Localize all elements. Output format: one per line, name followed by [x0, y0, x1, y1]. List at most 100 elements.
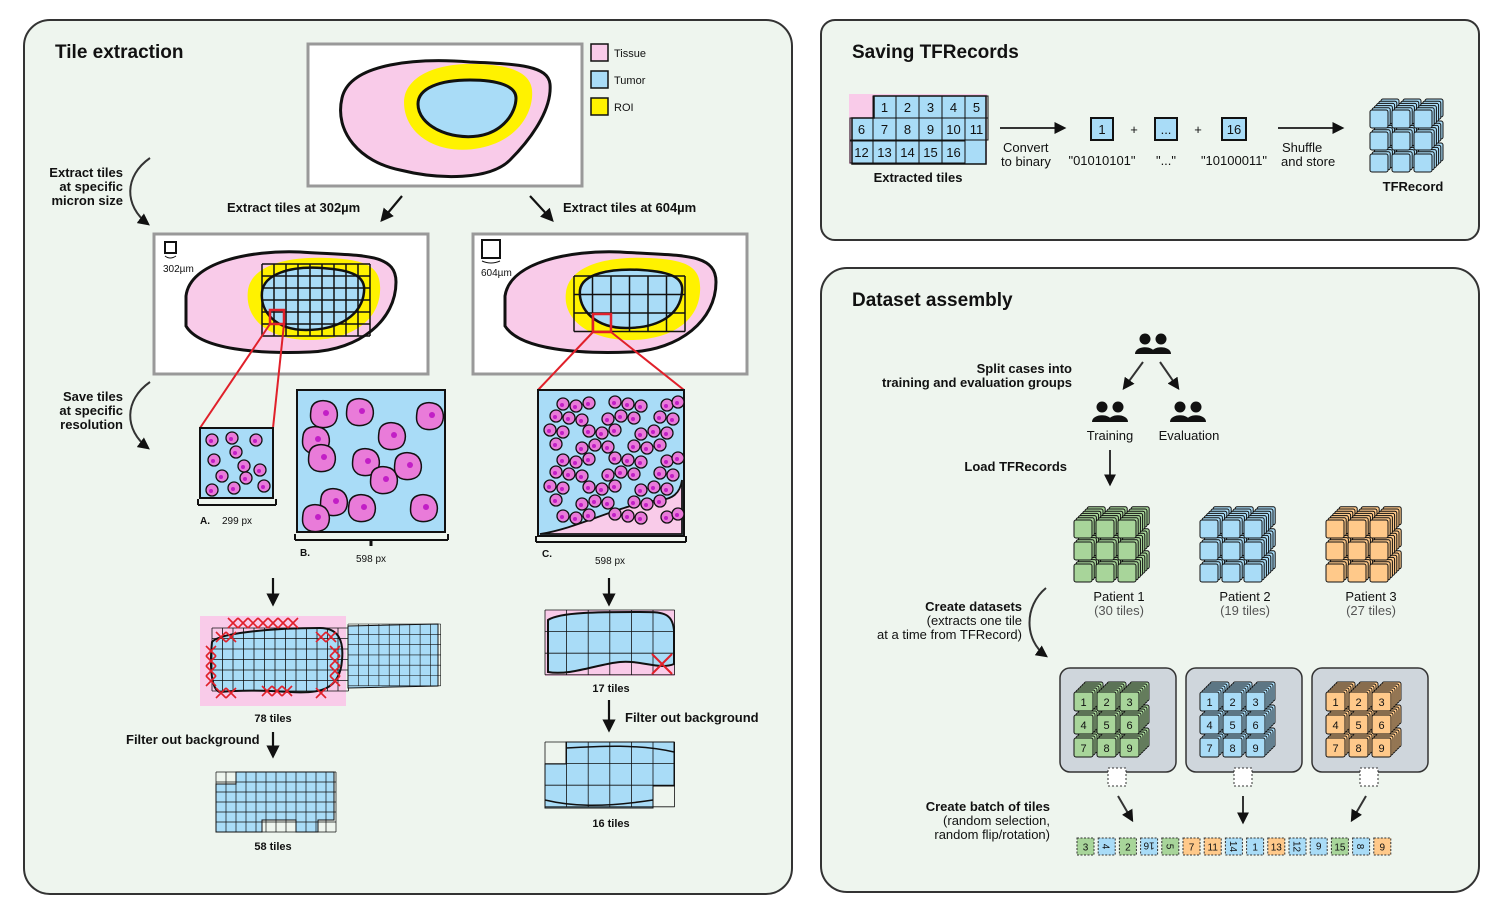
tile-b-px: 598 px	[356, 554, 386, 565]
cell	[653, 438, 667, 452]
binary-tokens: 1 "01010101" + ... "..." + 16 "10100011"	[1068, 117, 1267, 168]
extracted-tile-number: 5	[973, 100, 980, 115]
extract-302-label: Extract tiles at 302µm	[227, 200, 360, 215]
batch-tile: 8	[1352, 837, 1371, 856]
cell	[608, 423, 622, 437]
cell	[588, 494, 602, 508]
stacked-tile	[1347, 519, 1367, 539]
create-datasets-arrow	[1028, 587, 1048, 658]
cell	[621, 397, 635, 411]
cell	[671, 507, 685, 521]
dataset-tile-number: 7	[1206, 743, 1212, 755]
batch-tile: 6	[1309, 837, 1328, 856]
cell	[621, 509, 635, 523]
svg-text:16: 16	[1227, 122, 1241, 137]
step-save-arrow	[129, 381, 151, 450]
tile-a-label: A.	[200, 516, 210, 527]
cell	[634, 455, 648, 469]
svg-text:3: 3	[1083, 843, 1089, 854]
split-label-2: training and evaluation groups	[882, 375, 1072, 390]
cell	[549, 409, 563, 423]
cell	[205, 483, 219, 497]
dataset-tile-number: 8	[1355, 743, 1361, 755]
cell	[569, 455, 583, 469]
cell	[575, 469, 589, 483]
dataset-output-slot	[1233, 767, 1253, 787]
tile-extraction-title: Tile extraction	[55, 42, 183, 63]
tile-a: A. 299 px	[197, 427, 277, 527]
svg-text:Extract tiles: Extract tiles	[49, 165, 123, 180]
convert-label-1: Convert	[1003, 140, 1049, 155]
stacked-tile	[1369, 541, 1389, 561]
tile-b-label: B.	[300, 548, 310, 559]
patient-3-name: Patient 3	[1345, 589, 1396, 604]
tiles-16-grid	[544, 741, 675, 809]
extracted-tile-number: 1	[881, 100, 888, 115]
cell	[653, 494, 667, 508]
token-binary-1: "01010101"	[1068, 153, 1135, 168]
dataset-tile-number: 7	[1080, 743, 1086, 755]
cell	[347, 493, 377, 523]
tile-a-px: 299 px	[222, 516, 252, 527]
create-datasets-label-1: Create datasets	[925, 599, 1022, 614]
cell	[608, 451, 622, 465]
cell	[575, 413, 589, 427]
dataset-output-slot	[1107, 767, 1127, 787]
legend-roi-label: ROI	[614, 102, 634, 114]
stacked-tile	[1199, 563, 1219, 583]
svg-text:micron size: micron size	[51, 193, 123, 208]
stacked-tile	[1243, 563, 1263, 583]
stacked-tile	[1369, 563, 1389, 583]
scale-604-box	[481, 239, 501, 259]
patient-1-tiles: (30 tiles)	[1094, 603, 1144, 618]
dataset-tile-number: 3	[1252, 697, 1258, 709]
stacked-tile	[1095, 519, 1115, 539]
stacked-tile	[1221, 541, 1241, 561]
stacked-tile	[1369, 519, 1389, 539]
cell	[601, 496, 615, 510]
cell	[660, 510, 674, 524]
convert-label-2: to binary	[1001, 154, 1051, 169]
cell	[377, 421, 407, 451]
tiles-17-grid	[544, 609, 675, 676]
dataset-output-slot	[1359, 767, 1379, 787]
stacked-tile	[1117, 563, 1137, 583]
dataset-tile-number: 6	[1252, 720, 1258, 732]
extracted-tile-number: 7	[881, 122, 888, 137]
extracted-tile-number: 10	[946, 122, 960, 137]
cell	[225, 431, 239, 445]
slide-604: 604µm	[471, 232, 749, 376]
legend-tissue-swatch	[590, 43, 609, 62]
cell	[562, 411, 576, 425]
batch-tile: 4	[1097, 837, 1116, 856]
cell	[608, 395, 622, 409]
dataset-tile-number: 7	[1332, 743, 1338, 755]
patient-2-tfrecord-stack	[1199, 506, 1276, 583]
cell	[556, 453, 570, 467]
tile-c-label: C.	[542, 549, 552, 560]
batch-tile: 5	[1161, 837, 1180, 856]
dataset-tile-number: 2	[1103, 697, 1109, 709]
cell	[205, 433, 219, 447]
cell	[634, 399, 648, 413]
shuffle-label-2: and store	[1281, 154, 1335, 169]
cell	[253, 463, 267, 477]
dataset-tile-number: 5	[1103, 720, 1109, 732]
saving-tfrecords-panel	[820, 19, 1480, 241]
svg-text:1: 1	[1098, 122, 1105, 137]
stacked-tile	[1391, 131, 1411, 151]
tile-b: B. 598 px	[294, 389, 449, 565]
create-datasets-label-2: (extracts one tile	[927, 613, 1022, 628]
svg-text:2: 2	[1125, 843, 1131, 854]
count-16: 16 tiles	[592, 818, 629, 830]
dataset-tile-number: 1	[1206, 697, 1212, 709]
cell	[588, 438, 602, 452]
batch-tile: 13	[1267, 837, 1286, 856]
batch-tile: 9	[1373, 837, 1392, 856]
tile-grid-302	[261, 263, 371, 337]
batch-tile: 11	[1203, 837, 1222, 856]
cell	[671, 451, 685, 465]
scale-302-box	[164, 241, 177, 254]
